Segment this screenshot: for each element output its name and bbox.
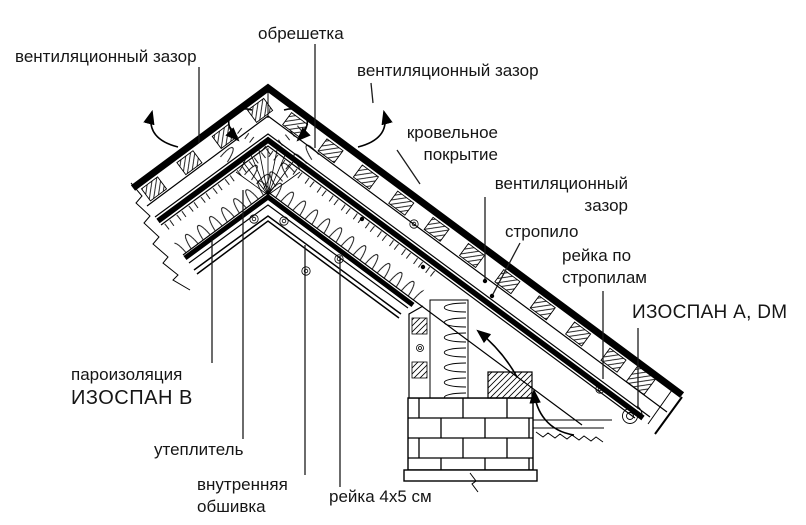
drip-edge-line-2 [647,389,673,425]
airflow-arrow-ridge-left-inner [225,108,253,142]
batten-4x5-line [188,204,409,309]
cut-edge [130,182,191,291]
label-rafter: стропило [505,222,579,241]
label-batten-on-rafters: рейка по стропилам [562,246,647,288]
label-vent-gap-right: вентиляционный зазор [357,61,539,80]
label-inner-lining: внутренняя обшивка [197,475,288,517]
airflow-arrow-ridge-left-outer [143,109,179,148]
label-batten-4x5: рейка 4х5 см [329,487,432,506]
brick-wall [407,397,534,471]
label-vent-gap-mid: вентиляционный зазор [494,174,628,216]
membrane-izospan-a-band [156,136,645,421]
wall-bottom-mark [469,472,479,493]
leader-lines [198,44,639,487]
label-lathing: обрешетка [258,24,344,43]
drip-edge-line-1 [654,396,683,435]
airflow-arrow-ridge-right-inner [283,108,311,142]
airflow-arrow-under-eave [476,329,518,378]
ridge-fan-hatch [235,148,301,196]
inner-wall-face-line [408,305,424,398]
wall-plinth [403,469,538,482]
label-vapor-barrier-line1: пароизоляция [71,365,183,384]
label-vent-gap-left: вентиляционный зазор [15,47,197,66]
inner-lining-line-2 [196,220,400,319]
rafter-top-line [160,145,636,419]
label-izospan-a: ИЗОСПАН А, DM [632,302,788,323]
leader-roof-covering [396,149,421,185]
wall-face-batten-upper [411,317,428,335]
inner-lining-line-1 [193,215,402,315]
leader-dots [359,216,495,299]
fascia-squiggle [535,431,604,443]
drip-edge-spiral [622,408,638,424]
label-vapor-barrier-line2: ИЗОСПАН В [71,387,193,409]
insulation-fill-left [161,124,320,256]
leader-rafter [491,242,521,297]
mauerlat-beam [487,371,533,399]
leader-vent-gap-right [370,82,374,104]
roofing-cover-band [130,83,685,398]
label-insulation: утеплитель [154,440,244,459]
airflow-arrow-ridge-right-outer [357,109,393,148]
vent-gap-lower-line [154,133,651,418]
label-roof-covering: кровельное покрытие [406,123,498,165]
lathing-battens-right [282,112,657,396]
airflow-arrow-eave-entry [529,388,575,436]
knee-insulation-column [429,299,469,399]
wall-face-batten-lower [411,361,428,379]
end-grain-spirals [249,214,605,394]
vapor-barrier-band [183,193,415,308]
